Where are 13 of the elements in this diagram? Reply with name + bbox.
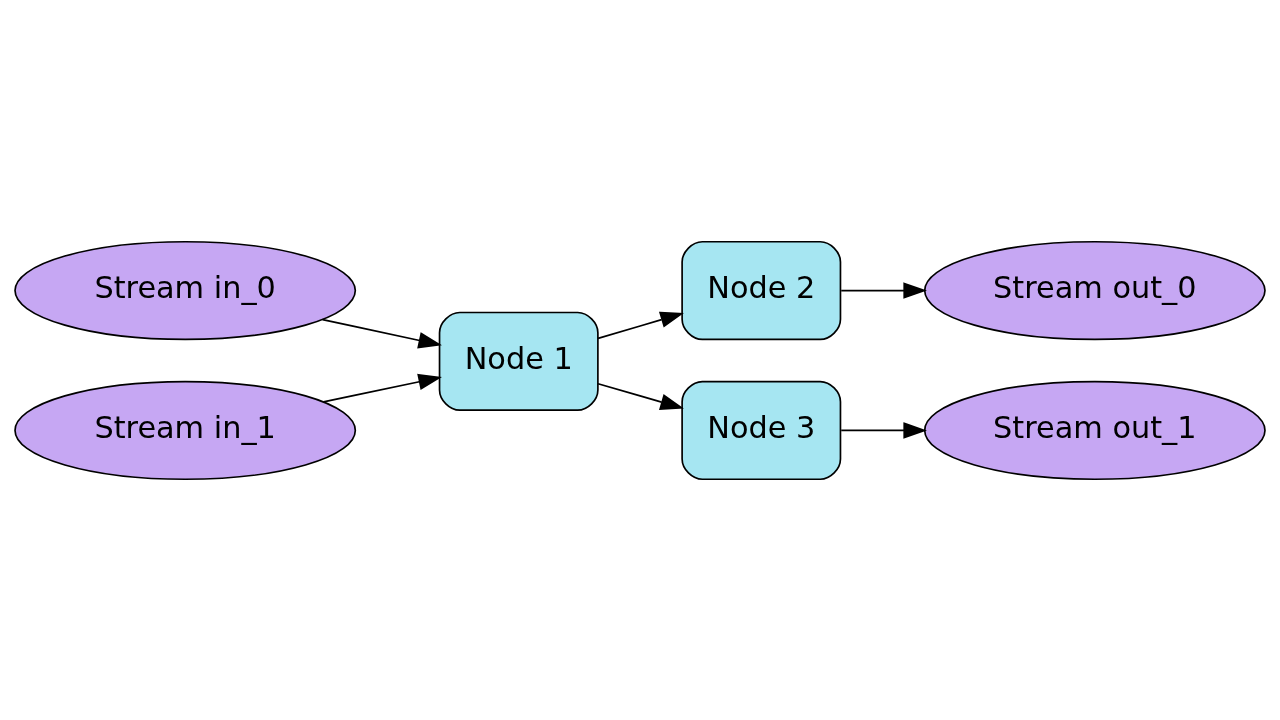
node-ellipse: Stream out_1 [923,380,1266,480]
node-ellipse: Stream out_0 [923,240,1266,340]
node-ellipse: Stream in_0 [14,240,357,340]
arrow [840,421,927,439]
node-box: Node 2 [681,240,842,340]
arrow [597,382,684,410]
arrow [322,373,442,403]
arrow [840,281,927,299]
node-ellipse: Stream in_1 [14,380,357,480]
node-box: Node 3 [681,380,842,480]
arrow [321,318,442,348]
arrow [597,311,684,339]
node-box: Node 1 [438,311,599,411]
